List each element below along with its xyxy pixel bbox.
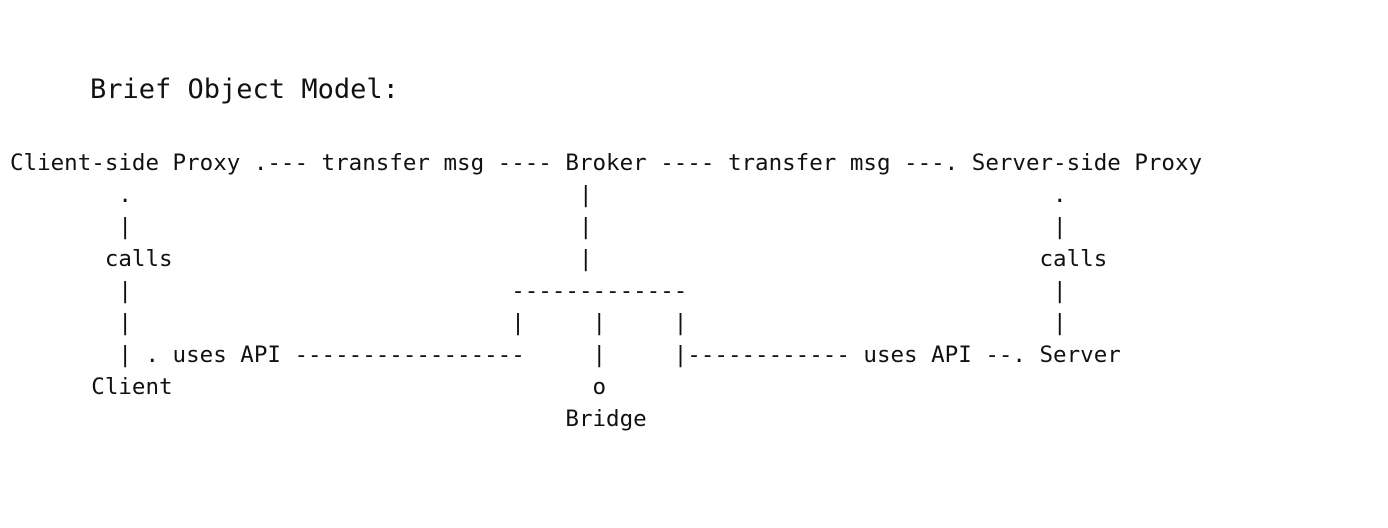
diagram-line-bridge-label: Bridge <box>10 406 647 432</box>
diagram-line-bridge-legs: | | | | | <box>10 310 1067 336</box>
diagram-line-calls: calls | calls <box>10 246 1108 272</box>
diagram-line-connector-bars: | | | <box>10 214 1067 240</box>
diagram-line-uses-api: | . uses API ----------------- | |------… <box>10 342 1121 368</box>
diagram-line-bridge-bar: | ------------- | <box>10 278 1067 304</box>
diagram-title: Brief Object Model: <box>90 74 399 105</box>
diagram-line-client: Client o <box>10 374 607 400</box>
diagram-line-proxies-broker: Client-side Proxy .--- transfer msg ----… <box>10 150 1203 176</box>
diagram-line-connector-dots: . | . <box>10 182 1067 208</box>
object-model-ascii-diagram: Client-side Proxy .--- transfer msg ----… <box>10 147 1202 435</box>
